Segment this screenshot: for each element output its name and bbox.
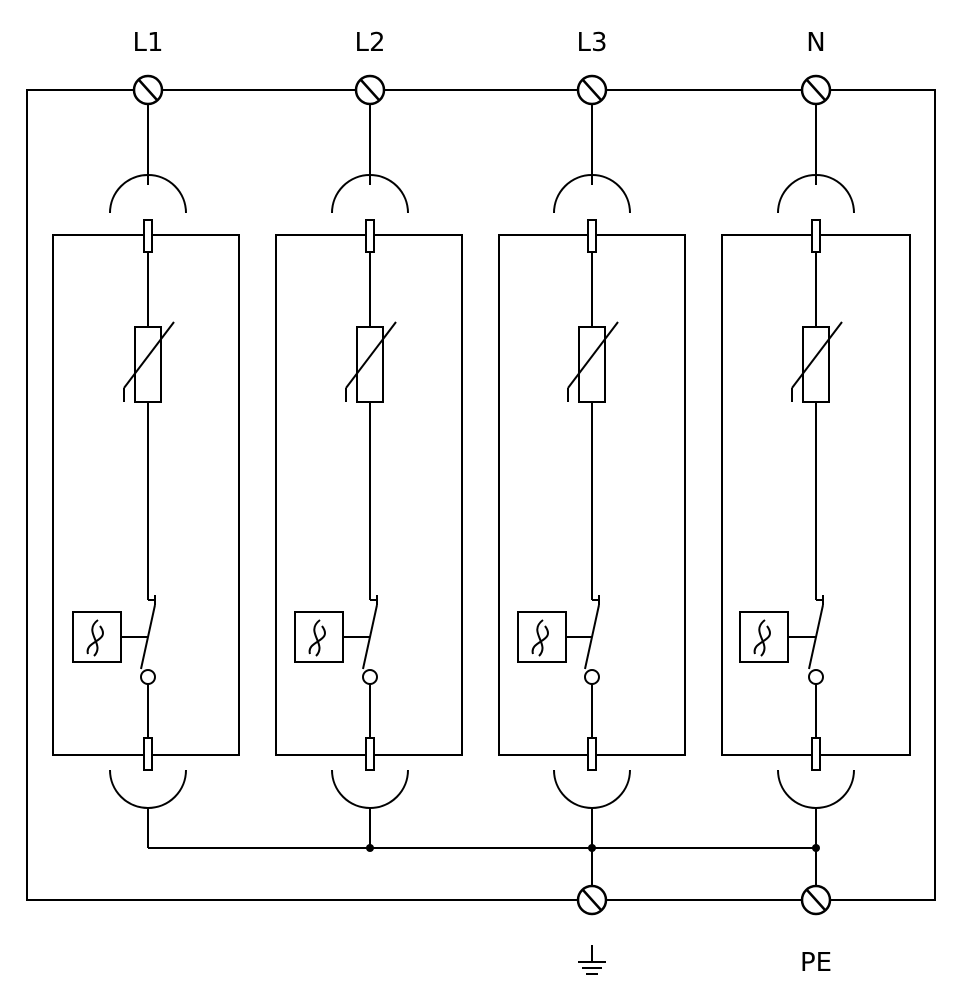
module-n [721,104,911,886]
terminal-n [800,74,832,106]
plug-connector-icon [143,219,153,253]
junction-dot [366,844,374,852]
terminal-pe [800,884,832,916]
socket-bottom-icon [331,769,409,809]
thermal-disconnector-icon [517,611,592,663]
terminal-l3 [576,74,608,106]
plug-connector-icon [587,737,597,771]
terminal-label-n: N [806,28,825,58]
plug-connector-icon [143,737,153,771]
socket-bottom-icon [109,769,187,809]
terminal-l2 [354,74,386,106]
varistor-icon [123,321,175,403]
thermal-disconnector-icon [739,611,816,663]
socket-top-icon [553,174,631,214]
varistor-icon [567,321,619,403]
socket-top-icon [777,174,855,214]
terminal-label-l2: L2 [354,28,385,58]
terminal-l1 [132,74,164,106]
terminal-label-pe: PE [800,948,832,978]
module-l2 [275,104,463,848]
socket-bottom-icon [777,769,855,809]
switch-pivot-icon [808,669,824,685]
terminal-ground [576,884,608,916]
ground-symbol-icon [578,945,606,975]
plug-connector-icon [587,219,597,253]
switch-pivot-icon [140,669,156,685]
module-l3 [498,104,686,886]
varistor-icon [345,321,397,403]
socket-bottom-icon [553,769,631,809]
module-l1 [52,104,240,848]
varistor-icon [791,321,843,403]
plug-connector-icon [811,737,821,771]
terminal-label-l1: L1 [132,28,163,58]
switch-pivot-icon [362,669,378,685]
thermal-disconnector-icon [294,611,370,663]
outer-frame-wire [26,89,936,901]
junction-dot [588,844,596,852]
junction-dot [812,844,820,852]
plug-connector-icon [811,219,821,253]
switch-pivot-icon [584,669,600,685]
plug-connector-icon [365,219,375,253]
socket-top-icon [331,174,409,214]
terminal-label-l3: L3 [576,28,607,58]
plug-connector-icon [365,737,375,771]
socket-top-icon [109,174,187,214]
thermal-disconnector-icon [72,611,148,663]
